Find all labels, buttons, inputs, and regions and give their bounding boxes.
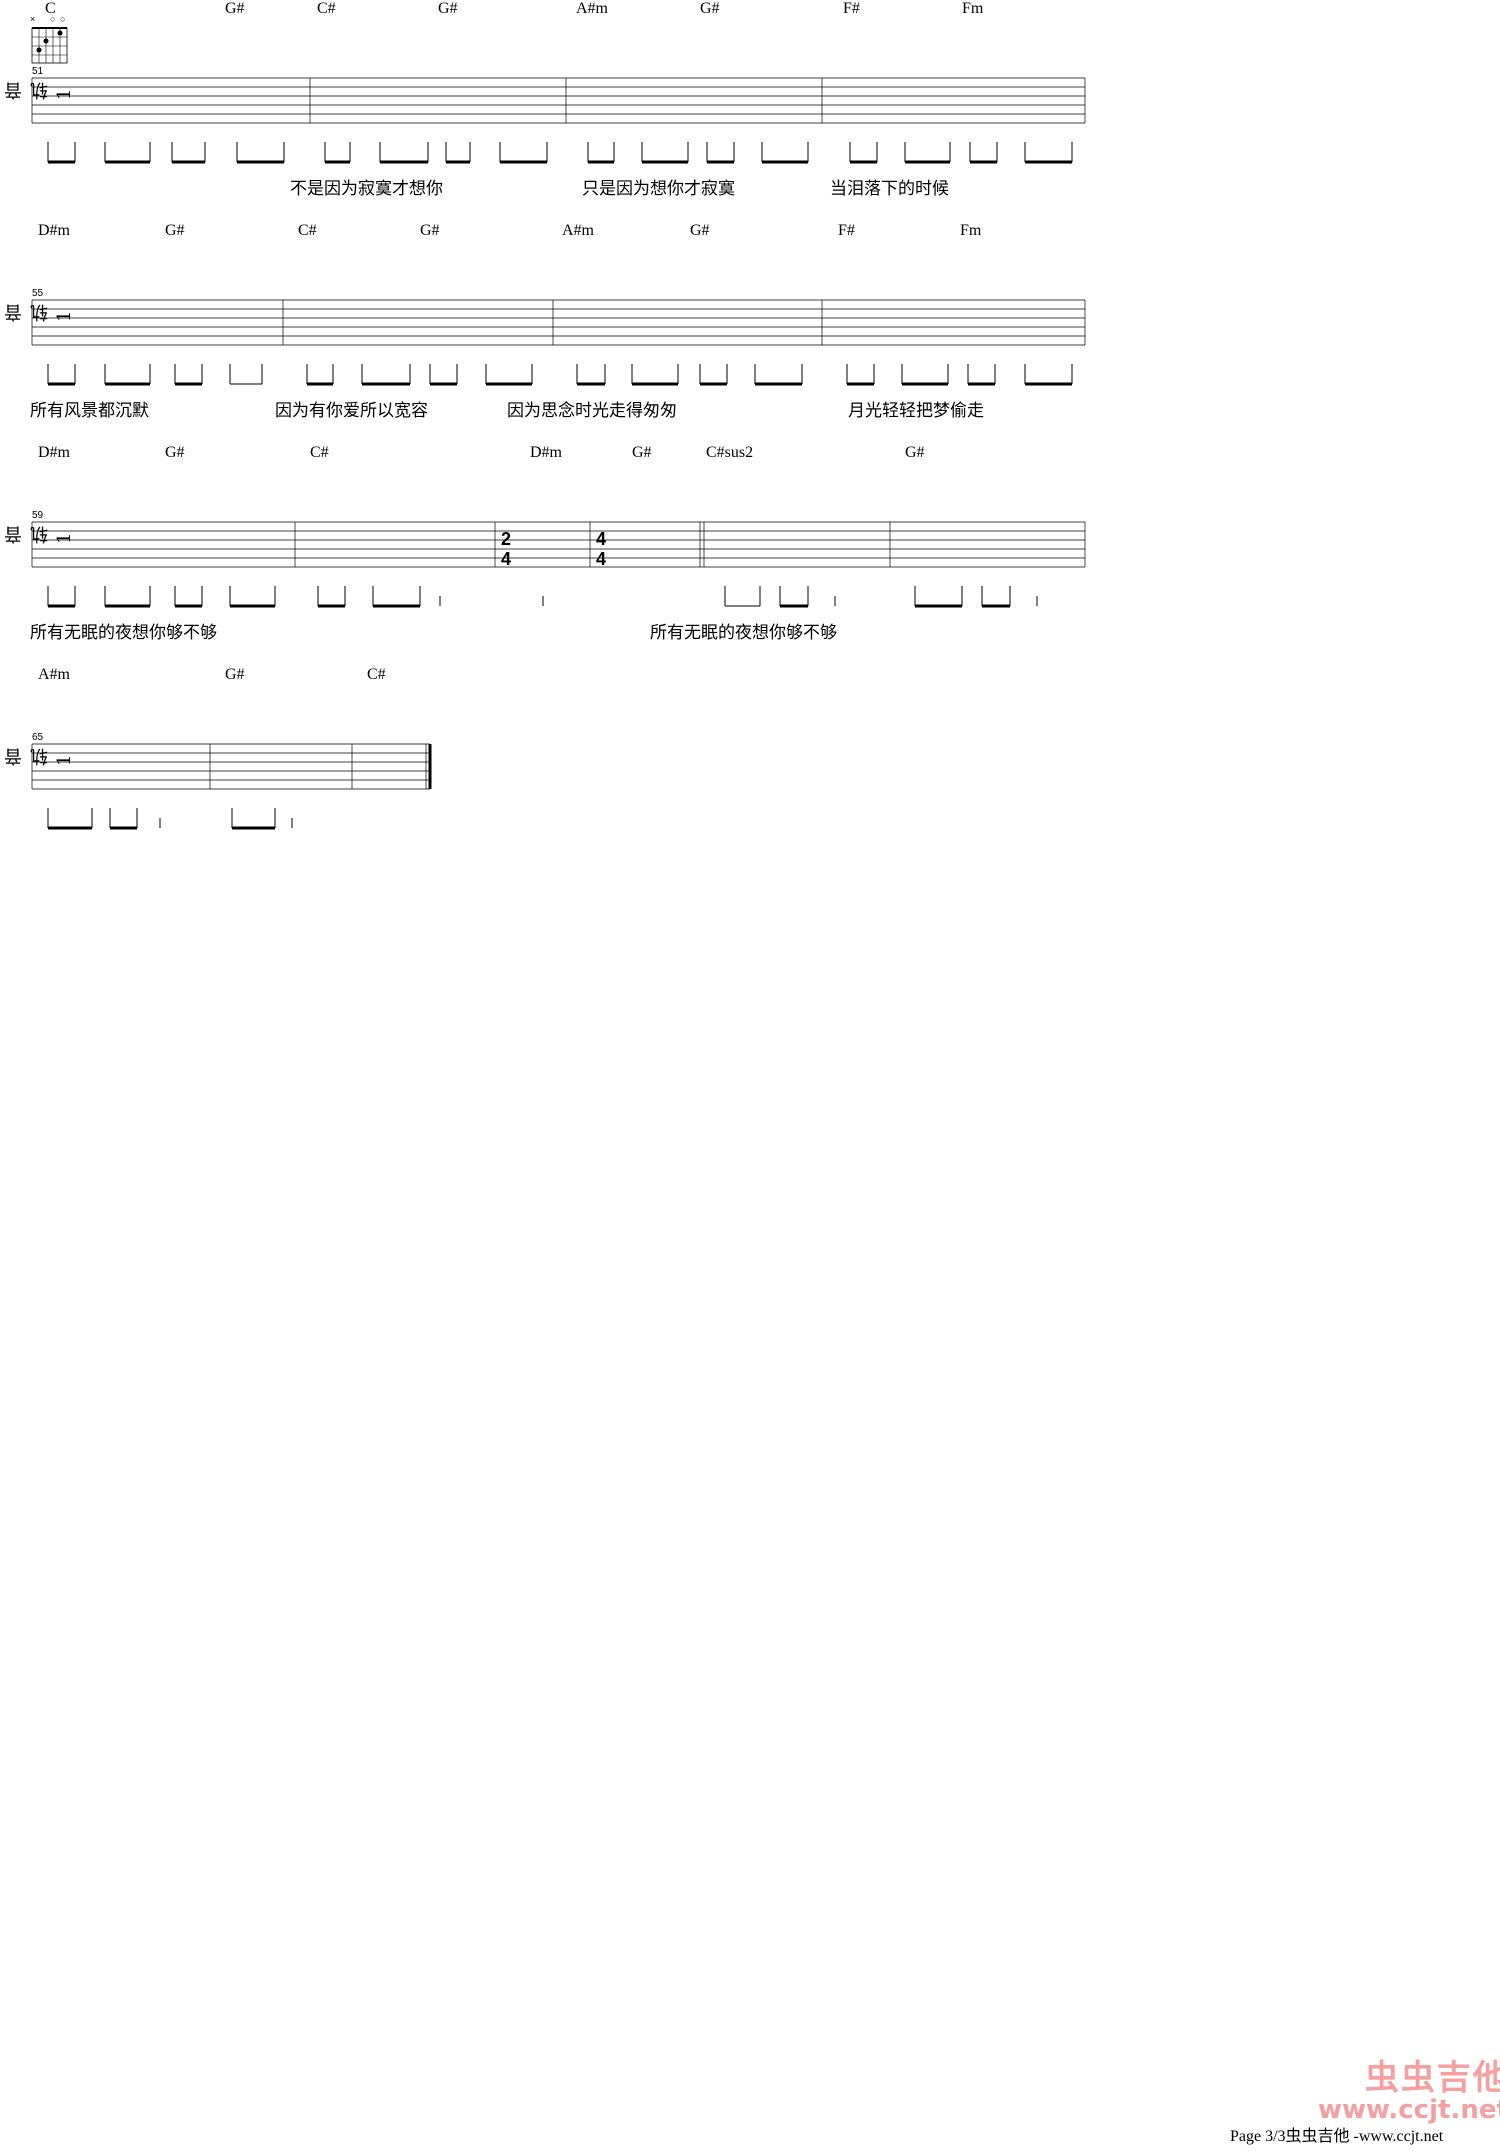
chord-diagrams: × ○ ○ (30, 14, 68, 64)
svg-text:2: 2 (501, 529, 511, 549)
chord-name: G# (165, 444, 185, 461)
lyric-line: 所有风景都沉默 (30, 401, 149, 421)
chord-name: Fm (960, 222, 982, 239)
lyric-line: 当泪落下的时候 (830, 179, 949, 199)
rhythm-stems (47, 586, 1038, 608)
chord-name: C (45, 0, 56, 17)
track-label: 音轨 1 (4, 82, 75, 100)
chord-name: C# (310, 444, 329, 461)
lyric-line: 所有无眠的夜想你够不够 (650, 623, 837, 643)
chord-name: A#m (562, 222, 594, 239)
lyric-line: 因为有你爱所以宽容 (275, 401, 428, 421)
svg-text:4: 4 (501, 549, 511, 569)
lyric-line: 月光轻轻把梦偷走 (848, 401, 984, 421)
rhythm-stems (47, 364, 1073, 386)
lyric-line: 因为思念时光走得匆匆 (507, 401, 677, 421)
staff-lines (31, 521, 1086, 568)
rhythm-stems (47, 142, 1073, 164)
measure-number: 65 (32, 732, 44, 743)
chord-name: C#sus2 (706, 444, 754, 461)
chord-diagram-c: × ○ ○ (30, 14, 68, 64)
chord-name: G# (690, 222, 710, 239)
lyric-line: 所有无眠的夜想你够不够 (30, 623, 217, 643)
watermark-url: www.ccjt.net (1318, 2095, 1500, 2125)
chord-name: F# (838, 222, 855, 239)
chord-name: G# (420, 222, 440, 239)
chord-name: G# (165, 222, 185, 239)
track-label: 音轨 1 (4, 526, 75, 544)
staff-lines (31, 77, 1086, 124)
chord-name: C# (367, 666, 386, 683)
svg-text:×: × (30, 14, 35, 24)
track-label: 音轨 1 (4, 304, 75, 322)
track-label: 音轨 1 (4, 748, 75, 766)
tab-staff: × ○ ○ (30, 14, 1086, 164)
measure-number: 51 (32, 66, 44, 77)
chord-name: G# (905, 444, 925, 461)
rhythm-stems (47, 808, 293, 830)
staff-lines (31, 299, 1086, 346)
svg-text:○: ○ (50, 14, 55, 24)
time-signatures: 24 44 (501, 529, 606, 569)
lyric-line: 只是因为想你才寂寞 (582, 179, 735, 199)
chord-name: A#m (38, 666, 70, 683)
chord-name: A#m (576, 0, 608, 17)
svg-text:○: ○ (60, 14, 65, 24)
page-footer: Page 3/3虫虫吉他 -www.ccjt.net (1230, 2128, 1444, 2145)
measure-number: 55 (32, 288, 44, 299)
chord-name: D#m (38, 444, 70, 461)
watermark-name: 虫虫吉他 (1364, 2058, 1500, 2098)
chord-name: G# (438, 0, 458, 17)
lyric-line: 不是因为寂寞才想你 (290, 179, 443, 199)
chord-name: F# (843, 0, 860, 17)
svg-text:4: 4 (596, 549, 606, 569)
measure-number: 59 (32, 510, 44, 521)
chord-name: G# (225, 666, 245, 683)
tab-staff (31, 743, 432, 830)
tab-staff: 24 44 (31, 521, 1086, 608)
chord-name: G# (700, 0, 720, 17)
tab-staff (31, 299, 1086, 386)
chord-name: C# (298, 222, 317, 239)
svg-text:4: 4 (596, 529, 606, 549)
staff-lines (31, 743, 432, 790)
chord-name: G# (632, 444, 652, 461)
chord-name: Fm (962, 0, 984, 17)
chord-name: D#m (530, 444, 562, 461)
watermark-logo: 虫虫吉他 www.ccjt.net (1318, 2050, 1500, 2125)
chord-name: C# (317, 0, 336, 17)
chord-name: G# (225, 0, 245, 17)
chord-name: D#m (38, 222, 70, 239)
